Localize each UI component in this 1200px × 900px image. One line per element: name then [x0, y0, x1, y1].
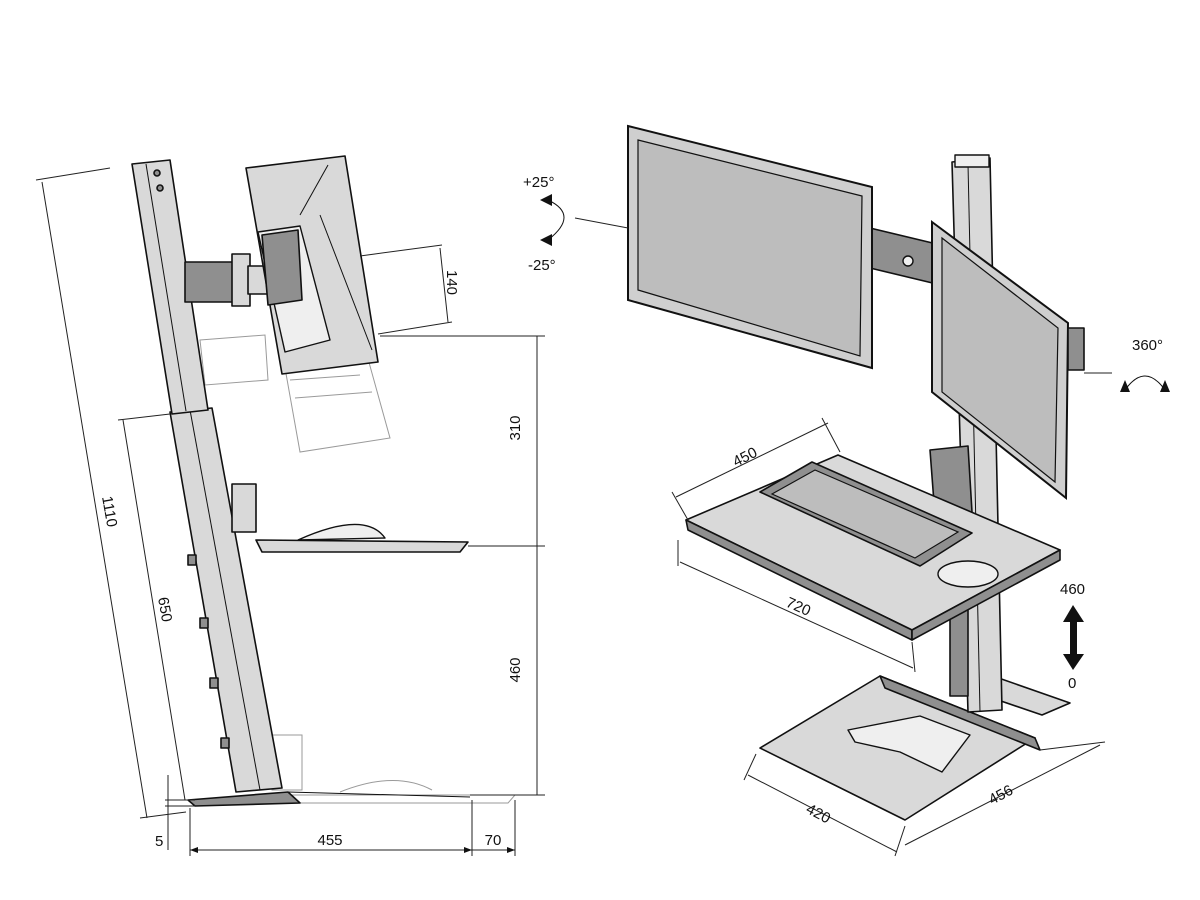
- dim-label-650: 650: [154, 596, 175, 624]
- base-plate: [187, 791, 301, 807]
- lower-column: [169, 407, 283, 793]
- monitor-side: [245, 155, 379, 375]
- keyboard-tray-side: [231, 483, 469, 553]
- iso-base: [759, 674, 1071, 821]
- column-knobs: [187, 554, 230, 749]
- dim-label-310: 310: [507, 415, 524, 440]
- lift-max-label: 460: [1060, 581, 1085, 598]
- dim-keyboard-to-monitor: 310: [380, 335, 545, 547]
- lift-indicator: 460 0: [1060, 581, 1085, 692]
- dim-base-depth: 455 70: [189, 800, 516, 856]
- iso-dim-label-420: 420: [803, 801, 833, 828]
- dim-total-height: 1110: [35, 167, 187, 819]
- isometric-view: +25° -25° 360° 460 0 450: [523, 124, 1170, 857]
- swivel-label: 360°: [1132, 337, 1163, 354]
- iso-mouse: [937, 560, 999, 588]
- tilt-indicator: +25° -25°: [523, 174, 629, 274]
- dim-label-5: 5: [155, 833, 163, 850]
- lift-min-label: 0: [1068, 675, 1076, 692]
- upper-column: [131, 159, 209, 415]
- dim-label-460: 460: [507, 657, 524, 682]
- dim-label-1110: 1110: [98, 495, 120, 529]
- dim-label-140: 140: [443, 270, 460, 295]
- dim-column-height: 650: [117, 413, 186, 801]
- iso-dim-label-450: 450: [730, 444, 760, 471]
- dim-base-thickness: 5: [155, 775, 195, 850]
- side-view: 1110 650 140 310 460: [35, 155, 545, 856]
- iso-monitor-right: [931, 220, 1085, 501]
- iso-monitor-left: [627, 124, 873, 370]
- iso-keyboard-tray: [685, 454, 1061, 641]
- tilt-up-label: +25°: [523, 174, 554, 191]
- iso-dim-label-456: 456: [986, 782, 1016, 809]
- dim-monitor-offset: 140: [359, 244, 460, 335]
- tilt-down-label: -25°: [528, 257, 556, 274]
- dim-label-455: 455: [317, 832, 342, 849]
- dim-keyboard-height: 460: [470, 546, 545, 796]
- monitor-mount: [184, 253, 275, 307]
- iso-dim-label-720: 720: [783, 594, 813, 620]
- dim-label-70: 70: [485, 832, 502, 849]
- swivel-indicator: 360°: [1084, 337, 1170, 392]
